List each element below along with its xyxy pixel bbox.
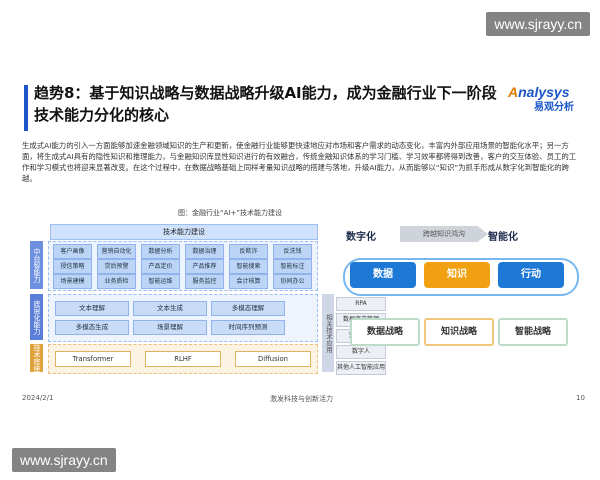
grid-cell: 会计核算: [229, 274, 268, 289]
grid-cell: 时间序列预测: [211, 320, 285, 335]
diagram-head-intelligence: 智能化: [488, 232, 518, 243]
side-label-related-tech: 相关技术应用: [322, 294, 334, 372]
grid-cell: 服务监控: [185, 274, 224, 289]
application-grid: 客户画像 营销自动化 数据分析 数据治理 反欺诈 反洗钱 授信策略 贷后预警 产…: [48, 241, 318, 291]
footer-date: 2024/2/1: [22, 394, 54, 402]
body-paragraph: 生成式AI能力的引入一方面能够加速金融领域知识的生产和更新，使金融行业能够更快速…: [22, 141, 577, 183]
grid-cell: 反欺诈: [229, 244, 268, 259]
grid-cell: 协同办公: [273, 274, 312, 289]
grid-cell: 客户画像: [53, 244, 92, 259]
footer-center-text: 激发科技与创新活力: [270, 395, 333, 403]
side-label-middle: 中台智能力: [30, 241, 43, 289]
framework-header: 技术能力建设: [50, 224, 318, 240]
grid-cell: 智能标注: [273, 259, 312, 274]
grid-cell: 营销自动化: [97, 244, 136, 259]
grid-cell: RLHF: [145, 351, 221, 367]
grid-cell: 智能运维: [141, 274, 180, 289]
foundation-grid: Transformer RLHF Diffusion: [48, 344, 318, 374]
brand-logo-initial: A: [508, 84, 519, 100]
grid-cell: Diffusion: [235, 351, 311, 367]
watermark-bottom: www.sjrayy.cn: [12, 448, 116, 472]
side-label-bottom-capability: 底层化能力: [30, 294, 43, 340]
capability-grid: 文本理解 文本生成 多模态理解 多模态生成 场景理解 时间序列预测: [48, 294, 318, 342]
strategy-box-intelligence: 智能战略: [498, 318, 568, 346]
grid-cell: 场景建模: [53, 274, 92, 289]
title-accent-bar: [24, 85, 28, 131]
flow-node-data: 数据: [350, 262, 416, 288]
grid-cell: 产品定价: [141, 259, 180, 274]
grid-cell: 多模态生成: [55, 320, 129, 335]
grid-cell: 产品推荐: [185, 259, 224, 274]
slide-title: 趋势8：基于知识战略与数据战略升级AI能力，成为金融行业下一阶段技术能力分化的核…: [34, 84, 497, 124]
watermark-top: www.sjrayy.cn: [486, 12, 590, 36]
brand-logo-cn: 易观分析: [534, 102, 574, 113]
page-number: 10: [576, 394, 585, 402]
grid-cell: 多模态理解: [211, 301, 285, 316]
grid-cell: 数据分析: [141, 244, 180, 259]
flow-loop: [343, 258, 579, 296]
grid-cell: 场景理解: [133, 320, 207, 335]
brand-logo-en: nalysys: [518, 84, 570, 100]
grid-cell: 智能搜索: [229, 259, 268, 274]
related-tech-item: 其他人工智能应用: [336, 361, 386, 375]
strategy-box-data: 数据战略: [350, 318, 420, 346]
related-tech-item: RPA: [336, 297, 386, 311]
related-tech-item: 数字人: [336, 345, 386, 359]
grid-cell: 文本生成: [133, 301, 207, 316]
brand-logo: Analysys 易观分析: [508, 84, 594, 113]
figure-caption: 图：金融行业“AI+”技术能力建设: [178, 209, 282, 217]
grid-cell: 授信策略: [53, 259, 92, 274]
grid-cell: 贷后预警: [97, 259, 136, 274]
grid-cell: Transformer: [55, 351, 131, 367]
knowledge-gap-arrow: 跨越知识鸿沟: [400, 226, 488, 242]
grid-cell: 数据治理: [185, 244, 224, 259]
side-label-foundation: 技术底座: [30, 344, 43, 372]
grid-cell: 文本理解: [55, 301, 129, 316]
strategy-box-knowledge: 知识战略: [424, 318, 494, 346]
grid-cell: 反洗钱: [273, 244, 312, 259]
diagram-head-digitization: 数字化: [346, 232, 376, 243]
flow-node-action: 行动: [498, 262, 564, 288]
grid-cell: 业务质检: [97, 274, 136, 289]
flow-node-knowledge: 知识: [424, 262, 490, 288]
